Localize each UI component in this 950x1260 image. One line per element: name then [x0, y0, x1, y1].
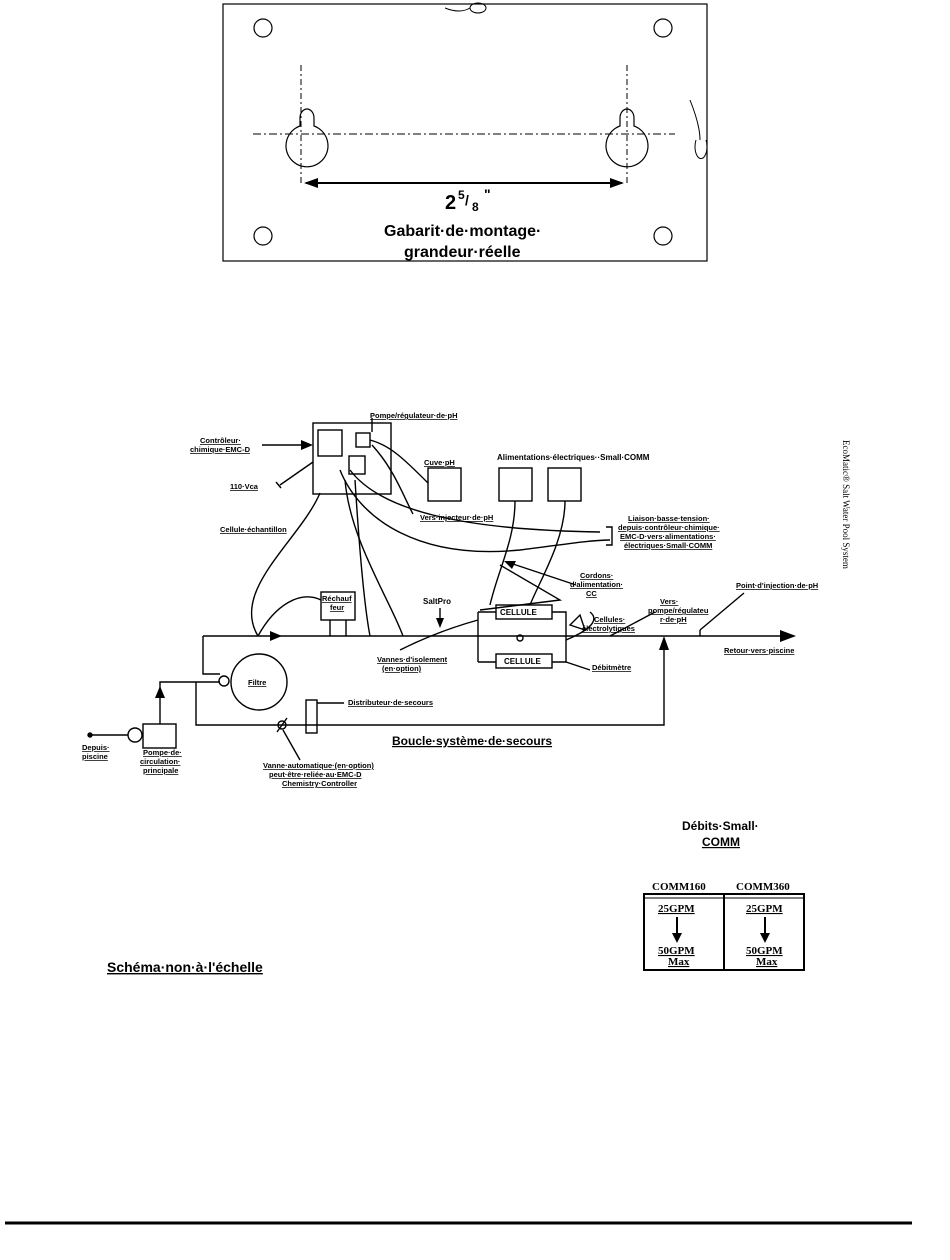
- label-power-supplies: Alimentations·électriques··Small·COMM: [497, 453, 650, 462]
- backup-distributor-box: [305, 699, 318, 734]
- template-frame: [222, 3, 708, 262]
- label-auto-valve-2: peut·être·reliée·au·EMC-D: [269, 770, 362, 779]
- dimension-arrow: [304, 178, 624, 188]
- label-filter: Filtre: [248, 678, 266, 687]
- label-110vac: 110·Vca: [230, 482, 259, 491]
- cell-bottom: [495, 653, 553, 669]
- label-electrolytic-cells-2: électrolytiques: [582, 624, 635, 633]
- label-cell-top: CELLULE: [500, 608, 538, 617]
- label-electrolytic-cells-1: Cellules·: [594, 615, 625, 624]
- flow-col-1-arrow: [672, 933, 682, 943]
- label-auto-valve-3: Chemistry·Controller: [282, 779, 357, 788]
- label-controller-2: chimique·EMC-D: [190, 445, 251, 454]
- flow-table-title-1: Débits·Small·: [682, 819, 759, 833]
- label-flow-meter: Débitmètre: [592, 663, 631, 672]
- label-backup-distributor: Distributeur·de·secours: [348, 698, 433, 707]
- template-caption-1: Gabarit·de·montage·: [384, 223, 541, 240]
- label-controller-1: Contrôleur·: [200, 436, 241, 445]
- corner-hole-br: [653, 226, 673, 246]
- flow-col-1-max-label: Max: [668, 956, 690, 968]
- label-low-voltage-1: Liaison·basse·tension·: [628, 514, 710, 523]
- label-from-pool-2: piscine: [82, 752, 108, 761]
- edge-clip-mark: [689, 99, 708, 160]
- corner-hole-tr: [653, 18, 673, 38]
- corner-hole-tl: [253, 18, 273, 38]
- label-to-ph-pump-3: r·de·pH: [660, 615, 687, 624]
- backup-loop-pipe: [195, 642, 665, 726]
- flow-col-1-name: COMM160: [652, 881, 706, 893]
- template-caption-2: grandeur·réelle: [404, 244, 521, 261]
- label-ph-injection-point: Point·d'injection·de·pH: [736, 581, 818, 590]
- scissor-mark: [444, 2, 487, 14]
- label-to-ph-injector: Vers·injecteur·de·pH: [420, 513, 493, 522]
- side-vertical-text: EcoMatic® Salt Water Pool System: [841, 440, 851, 569]
- label-isolation-valves-2: (en·option): [382, 664, 422, 673]
- flow-col-1-max: 50GPM: [658, 945, 695, 957]
- label-to-ph-pump-2: pompe/régulateu: [648, 606, 709, 615]
- label-backup-loop: Boucle·système·de·secours: [392, 734, 552, 748]
- dimension-numerator: 5: [458, 188, 465, 202]
- label-auto-valve-1: Vanne·automatique·(en·option): [263, 761, 374, 770]
- dimension-whole: 2: [445, 192, 456, 214]
- label-low-voltage-3: EMC-D·vers·alimentations·: [620, 532, 716, 541]
- label-main-pump-2: circulation·: [140, 757, 180, 766]
- filter-circle: [230, 653, 288, 711]
- flow-col-2-max-label: Max: [756, 956, 778, 968]
- label-low-voltage-2: depuis·contrôleur·chimique·: [618, 523, 720, 532]
- label-main-pump-1: Pompe·de·: [143, 748, 182, 757]
- label-heater-1: Réchauf: [322, 594, 352, 603]
- keyhole-right: [605, 108, 649, 168]
- label-from-pool-1: Depuis·: [82, 743, 110, 752]
- label-dc-cords-3: CC: [586, 589, 597, 598]
- controller-sample-block: [348, 455, 366, 475]
- label-to-ph-pump-1: Vers·: [660, 597, 678, 606]
- label-low-voltage-4: électriques·Small·COMM: [624, 541, 712, 550]
- dimension-unit: ": [484, 186, 491, 202]
- label-return-to-pool: Retour·vers·piscine: [724, 646, 794, 655]
- flow-col-2-min: 25GPM: [746, 903, 783, 915]
- keyhole-left: [285, 108, 329, 168]
- label-dc-cords-2: d'alimentation·: [570, 580, 623, 589]
- flow-col-2-name: COMM360: [736, 881, 790, 893]
- flow-table-title-2: COMM: [702, 835, 740, 849]
- flow-col-2-max: 50GPM: [746, 945, 783, 957]
- flow-col-2-arrow: [760, 933, 770, 943]
- label-cell-bottom: CELLULE: [504, 657, 542, 666]
- footer-note: Schéma·non·à·l'échelle: [107, 959, 263, 975]
- flow-col-1-min: 25GPM: [658, 903, 695, 915]
- heater-box: [320, 591, 356, 621]
- label-ph-pump: Pompe/régulateur·de·pH: [370, 411, 458, 420]
- ph-tank-box: [427, 467, 462, 502]
- label-ph-tank: Cuve·pH: [424, 458, 455, 467]
- controller-inner-left: [317, 429, 343, 457]
- dimension-slash: /: [465, 192, 469, 208]
- label-sample-cell: Cellule·échantillon: [220, 525, 287, 534]
- corner-hole-bl: [253, 226, 273, 246]
- label-isolation-valves-1: Vannes·d'isolement: [377, 655, 448, 664]
- label-saltpro: SaltPro: [423, 597, 451, 606]
- controller-box: [312, 422, 392, 495]
- label-main-pump-3: principale: [143, 766, 178, 775]
- label-dc-cords-1: Cordons·: [580, 571, 613, 580]
- label-heater-2: feur: [330, 603, 344, 612]
- dimension-denominator: 8: [472, 200, 479, 214]
